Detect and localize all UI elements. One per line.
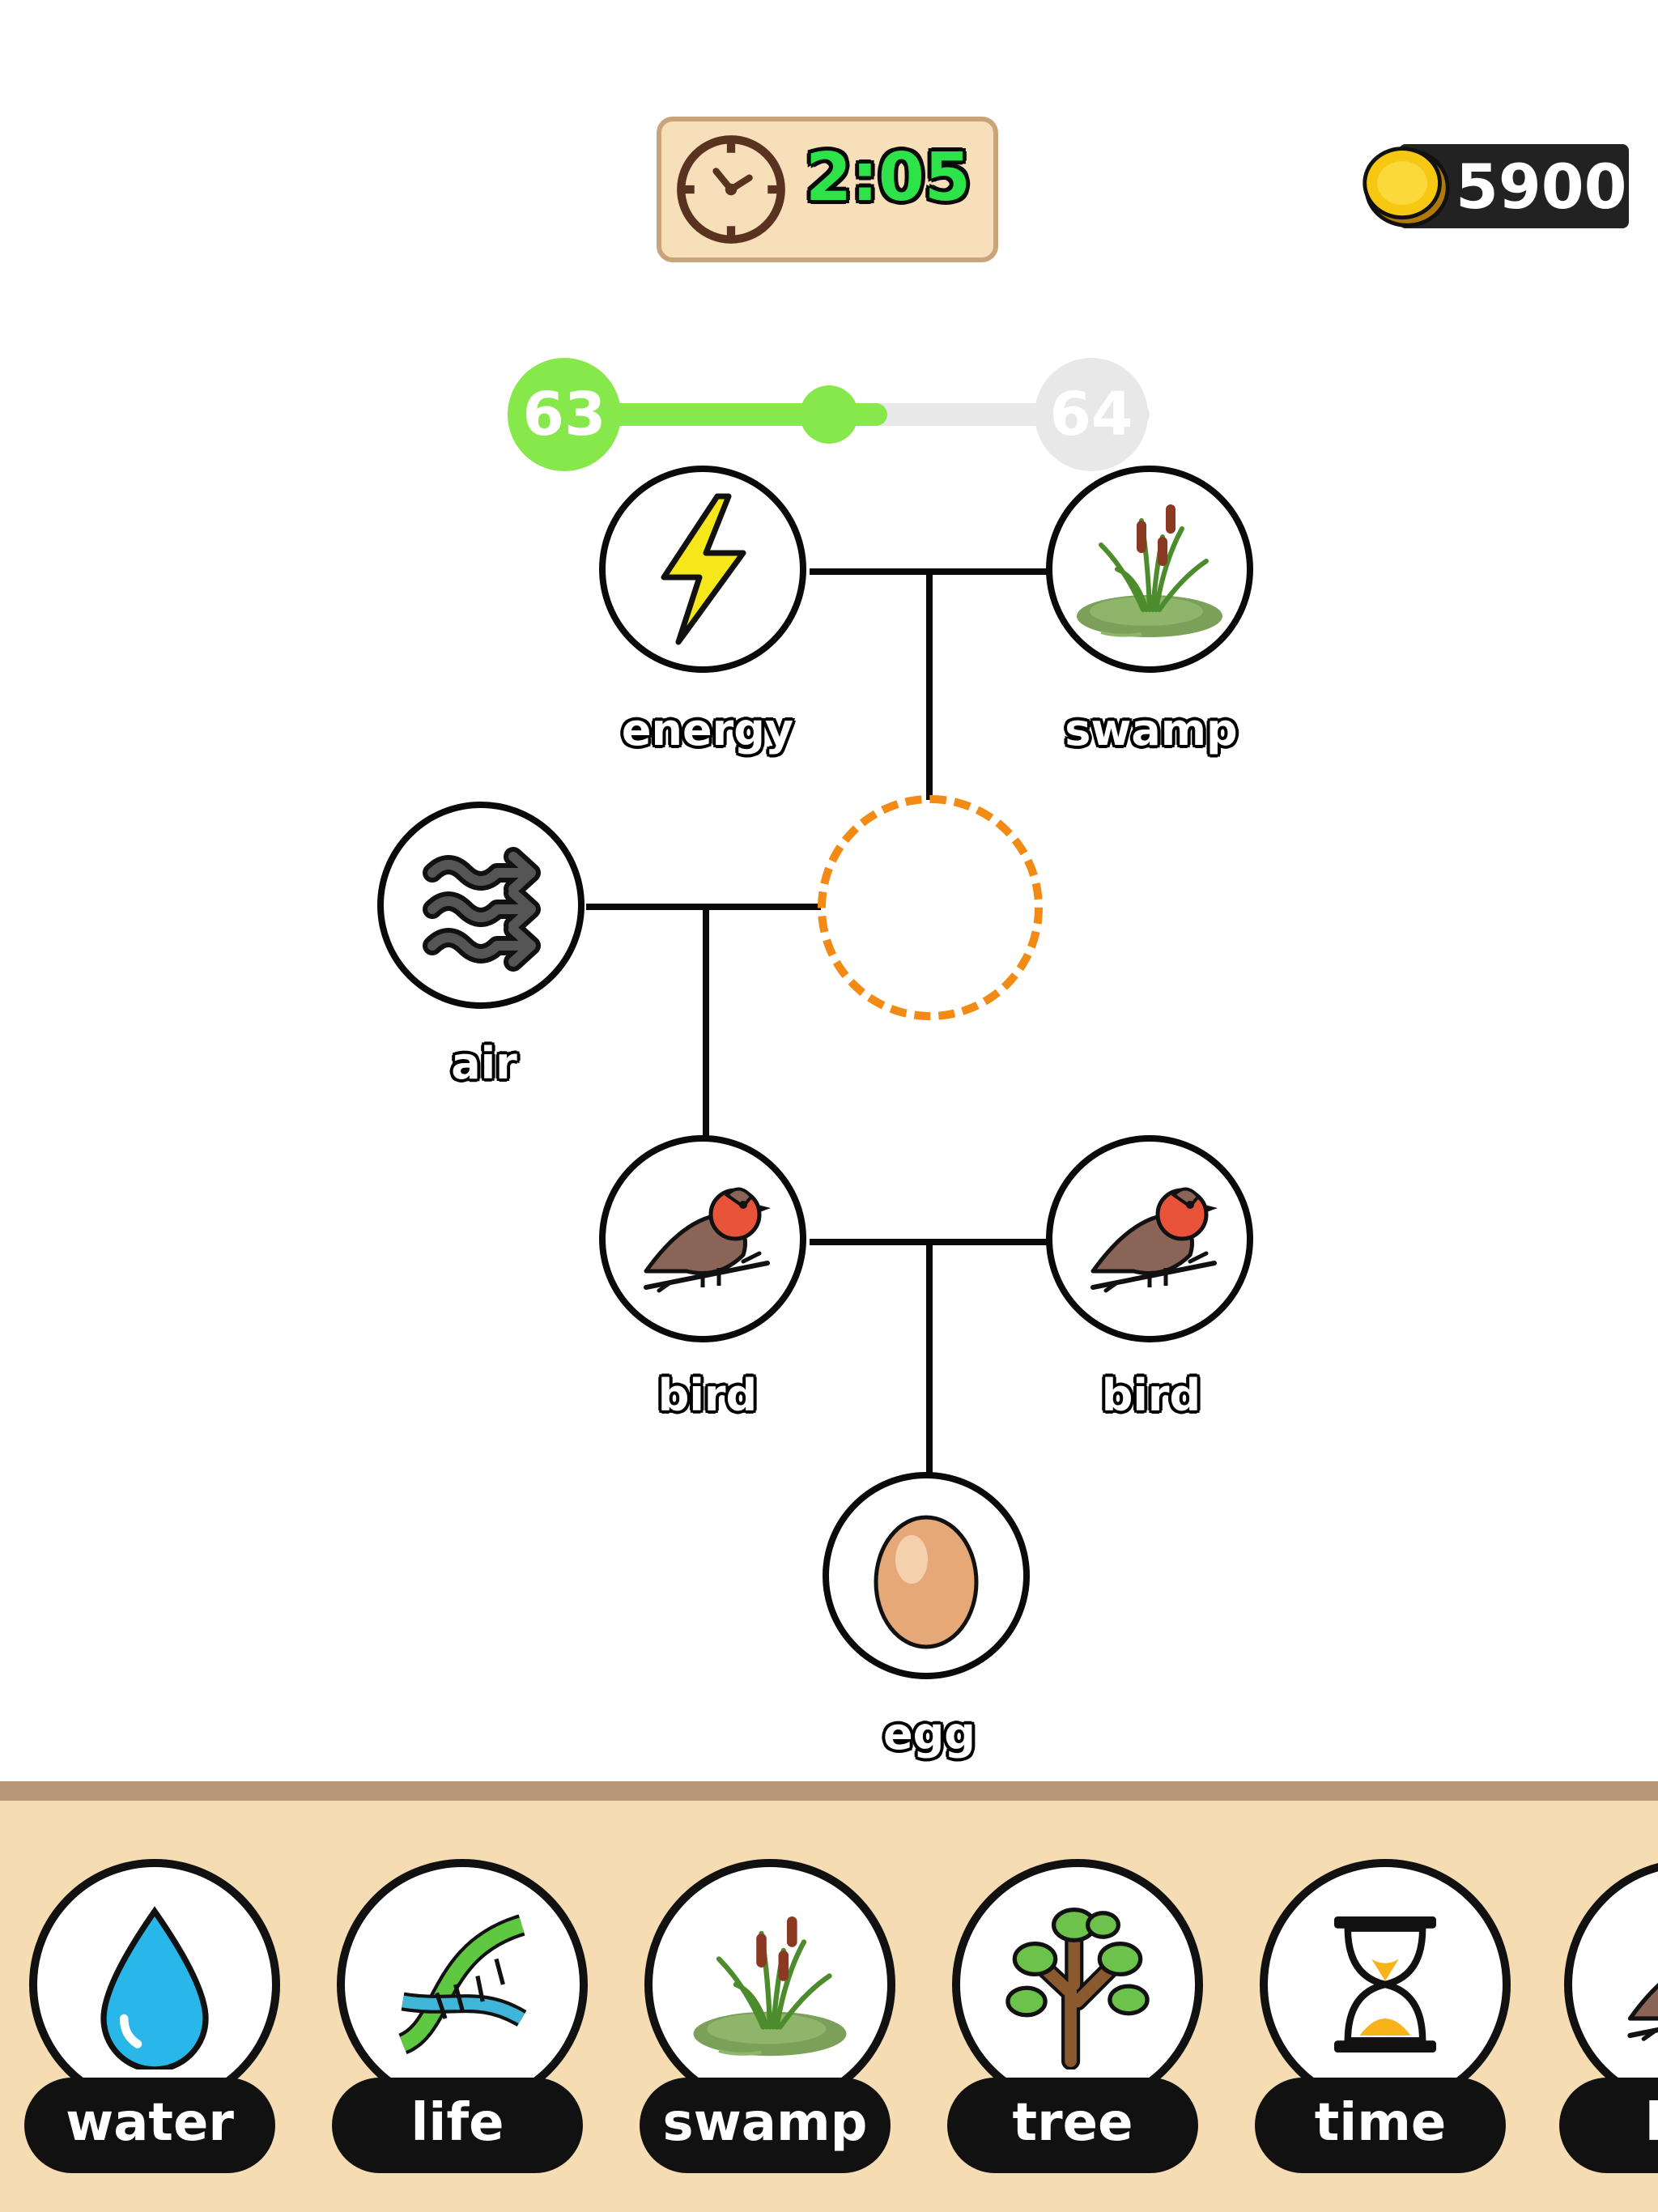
node-label-energy: energy (621, 704, 794, 755)
node-label-air: air (451, 1038, 517, 1089)
tray-item-label: time (1255, 2078, 1506, 2173)
connector-line (926, 568, 933, 800)
tray-item-label: water (24, 2078, 275, 2173)
node-energy[interactable] (599, 466, 806, 673)
tray-item-circle[interactable] (1260, 1859, 1511, 2110)
node-label-bird: bird (657, 1370, 758, 1421)
level-progress-knob (800, 385, 858, 444)
tray-item-circle[interactable] (1564, 1859, 1658, 2110)
node-label-bird: bird (1101, 1370, 1201, 1421)
lightning-bolt-icon (622, 488, 784, 650)
node-bird-left[interactable] (599, 1135, 806, 1342)
coin-counter: 5900 (1358, 143, 1629, 228)
coin-value: 5900 (1456, 151, 1627, 223)
tray-item-label: swamp (640, 2078, 891, 2173)
clock-icon (673, 131, 789, 248)
tray-item-time[interactable]: time (1255, 1859, 1514, 2175)
tray-item-label: life (332, 2078, 583, 2173)
bird-icon (622, 1158, 784, 1320)
tray-item-label: b (1559, 2078, 1658, 2173)
empty-target-slot[interactable] (818, 795, 1043, 1020)
swamp-icon (1069, 488, 1231, 650)
coin-icon (1358, 139, 1452, 233)
next-level-badge: 64 (1035, 358, 1148, 471)
wind-icon (400, 824, 562, 986)
current-level-badge: 63 (508, 358, 621, 471)
water-drop-icon (70, 1899, 240, 2069)
tray-item-circle[interactable] (644, 1859, 895, 2110)
connector-line (926, 1239, 933, 1474)
dna-icon (377, 1899, 547, 2069)
tray-item-circle[interactable] (337, 1859, 588, 2110)
tray-border (0, 1781, 1658, 1801)
tray-item-swamp[interactable]: swamp (640, 1859, 899, 2175)
tray-item-water[interactable]: water (24, 1859, 283, 2175)
tree-icon (993, 1899, 1163, 2069)
node-label-egg: egg (883, 1708, 976, 1759)
node-swamp[interactable] (1046, 466, 1253, 673)
egg-icon (845, 1495, 1007, 1657)
node-label-swamp: swamp (1065, 704, 1238, 755)
node-bird-right[interactable] (1046, 1135, 1253, 1342)
node-egg[interactable] (823, 1472, 1030, 1679)
connector-line (703, 904, 709, 1138)
swamp-icon (685, 1899, 855, 2069)
bird-icon (1069, 1158, 1231, 1320)
tray-item-label: tree (947, 2078, 1198, 2173)
tray-item-partial[interactable]: b (1559, 1859, 1658, 2175)
tray-item-circle[interactable] (29, 1859, 280, 2110)
tray-item-circle[interactable] (952, 1859, 1203, 2110)
node-air[interactable] (377, 802, 585, 1009)
timer-panel: 2:05 (657, 117, 998, 262)
hourglass-icon (1300, 1899, 1470, 2069)
tray-item-tree[interactable]: tree (947, 1859, 1206, 2175)
bird-icon (1605, 1899, 1658, 2069)
timer-value: 2:05 (806, 139, 971, 216)
tray-item-life[interactable]: life (332, 1859, 591, 2175)
